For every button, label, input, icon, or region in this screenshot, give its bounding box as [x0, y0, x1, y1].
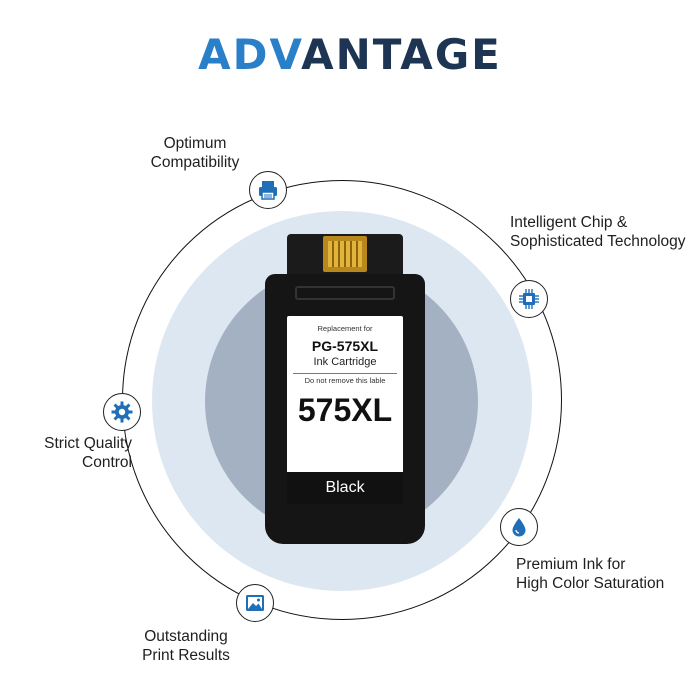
model-text: PG-575XL [311, 338, 379, 354]
feature-line: Compatibility [150, 154, 240, 171]
image-icon [236, 584, 274, 622]
gear-icon [103, 393, 141, 431]
notice-text: Do not remove this lable [304, 376, 386, 385]
chip-icon [510, 280, 548, 318]
feature-line: Optimum [163, 135, 227, 152]
ink-cartridge: Replacement for PG-575XL Ink Cartridge D… [265, 234, 425, 544]
feature-line: Control [82, 454, 132, 471]
color-label: Black [287, 472, 403, 504]
feature-chip: Intelligent Chip & Sophisticated Technol… [510, 213, 700, 251]
cartridge-notch [295, 286, 395, 300]
feature-line: High Color Saturation [516, 575, 665, 592]
replacement-text: Replacement for [317, 324, 373, 333]
ink-drop-icon [500, 508, 538, 546]
sticker-divider [293, 373, 397, 374]
title-part-accent: ADV [198, 30, 302, 79]
big-model-text: 575XL [297, 392, 393, 428]
ink-text: Ink Cartridge [313, 356, 377, 368]
printer-icon [249, 171, 287, 209]
feature-line: Sophisticated Technology [510, 233, 686, 250]
title-part-dark: ANTAGE [301, 30, 502, 79]
feature-line: Print Results [142, 647, 230, 664]
feature-line: Strict Quality [44, 435, 132, 452]
feature-line: Premium Ink for [516, 556, 626, 573]
cartridge-body: Replacement for PG-575XL Ink Cartridge D… [265, 274, 425, 544]
feature-print-results: Outstanding Print Results [100, 627, 272, 665]
feature-line: Intelligent Chip & [510, 214, 628, 231]
feature-quality: Strict Quality Control [0, 434, 132, 472]
feature-ink: Premium Ink for High Color Saturation [516, 555, 700, 593]
cartridge-chip [323, 236, 367, 272]
feature-line: Outstanding [144, 628, 228, 645]
page-title: ADVANTAGE [0, 30, 700, 79]
feature-compatibility: Optimum Compatibility [110, 134, 280, 172]
cartridge-sticker: Replacement for PG-575XL Ink Cartridge D… [287, 316, 403, 504]
